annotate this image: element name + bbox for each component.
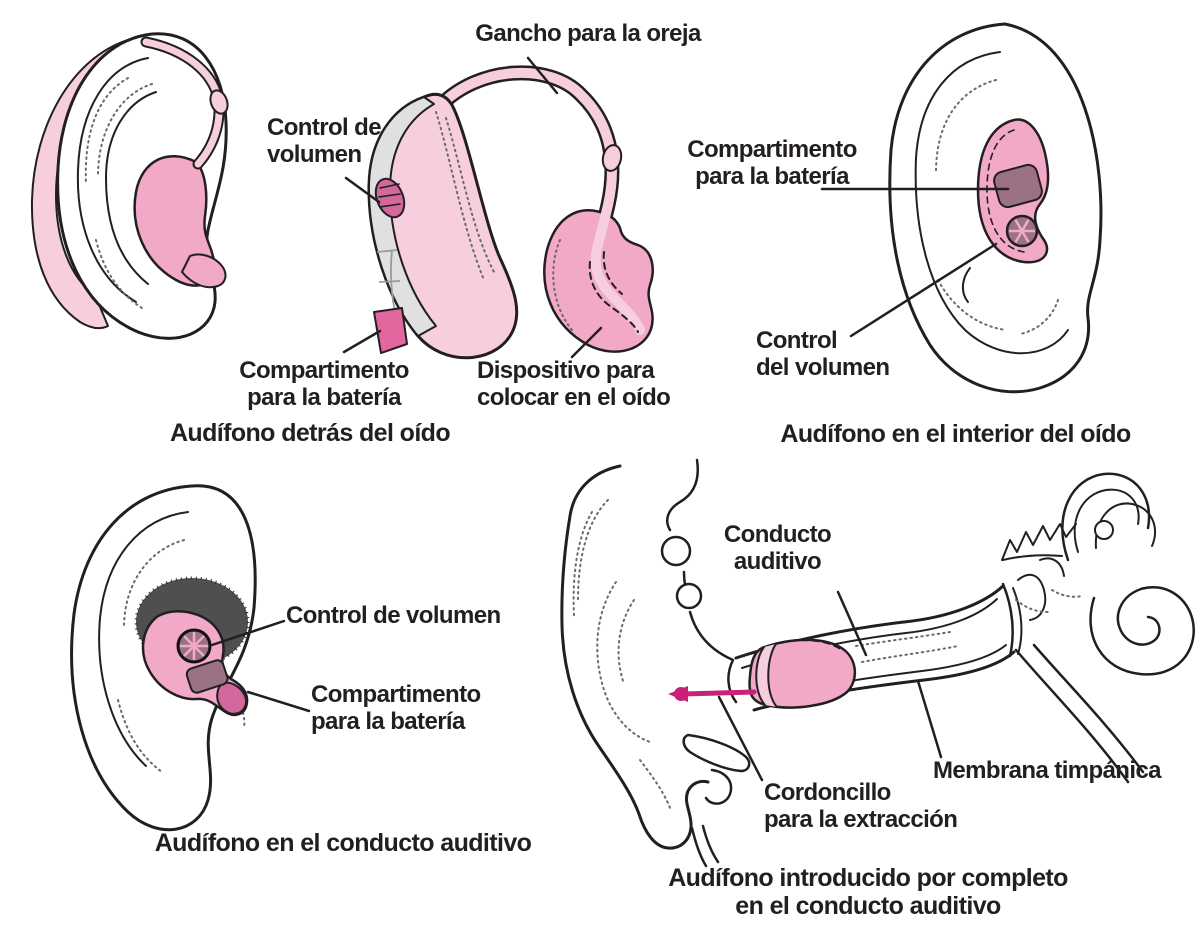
device-spine bbox=[367, 96, 437, 337]
label-tympanic-membrane: Membrana timpánica bbox=[933, 757, 1162, 784]
lobe-curl bbox=[690, 768, 733, 868]
caption-behind-the-ear: Audífono detrás del oído bbox=[169, 419, 451, 447]
leader-lines bbox=[210, 56, 1010, 782]
tube-joint bbox=[209, 89, 229, 115]
label-ear-hook: Gancho para la oreja bbox=[475, 20, 701, 47]
label-itc-volume-control: Control de volumen bbox=[286, 602, 501, 629]
eustachian-lines bbox=[1014, 643, 1145, 784]
ear-stipple bbox=[935, 79, 1059, 335]
label-ite-volume-control: Control del volumen bbox=[756, 327, 890, 381]
semicircular-canals bbox=[1061, 472, 1157, 562]
helix-section-cut-lower bbox=[675, 582, 703, 610]
ite-battery-compartment bbox=[993, 163, 1043, 209]
label-ear-canal: Conducto auditivo bbox=[723, 521, 832, 575]
leader-device-volume bbox=[344, 176, 381, 204]
itc-volume-knob bbox=[176, 628, 212, 664]
leader-itc-volume bbox=[210, 619, 286, 647]
extraction-cord bbox=[681, 689, 757, 697]
ite-volume-knob bbox=[1005, 214, 1039, 248]
leader-earpiece bbox=[570, 326, 603, 359]
label-bte-battery-compartment: Compartimento para la batería bbox=[239, 357, 409, 411]
label-extraction-cord: Cordoncillo para la extracción bbox=[764, 779, 958, 833]
pinna-stipple bbox=[572, 499, 671, 809]
middle-ear-stipple bbox=[1015, 589, 1083, 613]
ear-stipple bbox=[84, 77, 153, 309]
cic-plug-dashed-edge bbox=[779, 639, 843, 651]
ear-hook bbox=[435, 67, 645, 335]
label-itc-battery-compartment: Compartimento para la batería bbox=[311, 681, 481, 735]
tympanic-membrane bbox=[1001, 582, 1023, 658]
pinna-inner-wavy-line bbox=[666, 458, 738, 704]
bte-device-illustration bbox=[367, 65, 654, 360]
ear-helix-line bbox=[914, 51, 1069, 355]
pinna-outer-contour bbox=[560, 464, 710, 850]
cic-plug-cap bbox=[756, 644, 777, 707]
ear-antihelix-line bbox=[105, 91, 157, 285]
ear-in-canal-illustration bbox=[70, 484, 257, 832]
device-body-stipple bbox=[435, 111, 495, 281]
earmold-dashed-canal bbox=[588, 251, 639, 333]
cic-plug bbox=[748, 638, 856, 709]
itc-battery-compartment bbox=[185, 659, 229, 694]
label-ear-device: Dispositivo para colocar en el oído bbox=[477, 357, 671, 411]
ear-behind-the-ear-illustration bbox=[30, 32, 229, 340]
leader-canal bbox=[836, 590, 868, 657]
leader-hook bbox=[526, 56, 559, 95]
device-battery-door bbox=[373, 307, 408, 354]
helix-section-cut-upper bbox=[660, 535, 692, 567]
leader-membrane bbox=[916, 679, 943, 759]
earmold bbox=[133, 155, 216, 287]
tragus-flap bbox=[682, 733, 751, 773]
caption-in-the-canal: Audífono en el conducto auditivo bbox=[154, 829, 532, 857]
itc-aid-tail bbox=[216, 681, 248, 715]
ear-antihelix-line bbox=[962, 267, 971, 303]
device-volume-control bbox=[374, 177, 406, 219]
leader-device-battery bbox=[342, 329, 382, 354]
ear-cross-section-illustration bbox=[560, 458, 1195, 868]
ossicles bbox=[1002, 554, 1065, 621]
hook-joint bbox=[601, 144, 623, 172]
caption-completely-in-canal: Audífono introducido por completo en el … bbox=[668, 864, 1068, 920]
volume-ridges bbox=[378, 183, 401, 208]
leader-itc-battery bbox=[246, 690, 311, 713]
leader-cord bbox=[717, 695, 764, 782]
leader-ite-volume bbox=[849, 242, 998, 338]
ear-in-the-ear-illustration bbox=[888, 22, 1103, 394]
label-bte-volume-control: Control de volumen bbox=[267, 114, 382, 168]
earmold-tail bbox=[181, 253, 227, 289]
label-ite-battery-compartment: Compartimento para la batería bbox=[687, 136, 857, 190]
caption-in-the-ear: Audífono en el interior del oído bbox=[780, 420, 1131, 448]
ear-helix-line bbox=[76, 57, 149, 303]
canal-stipple bbox=[855, 631, 959, 663]
cic-aid bbox=[668, 638, 856, 709]
device-seams bbox=[376, 249, 401, 313]
ear-helix-line bbox=[98, 511, 189, 767]
cochlea-spiral bbox=[1089, 586, 1195, 676]
